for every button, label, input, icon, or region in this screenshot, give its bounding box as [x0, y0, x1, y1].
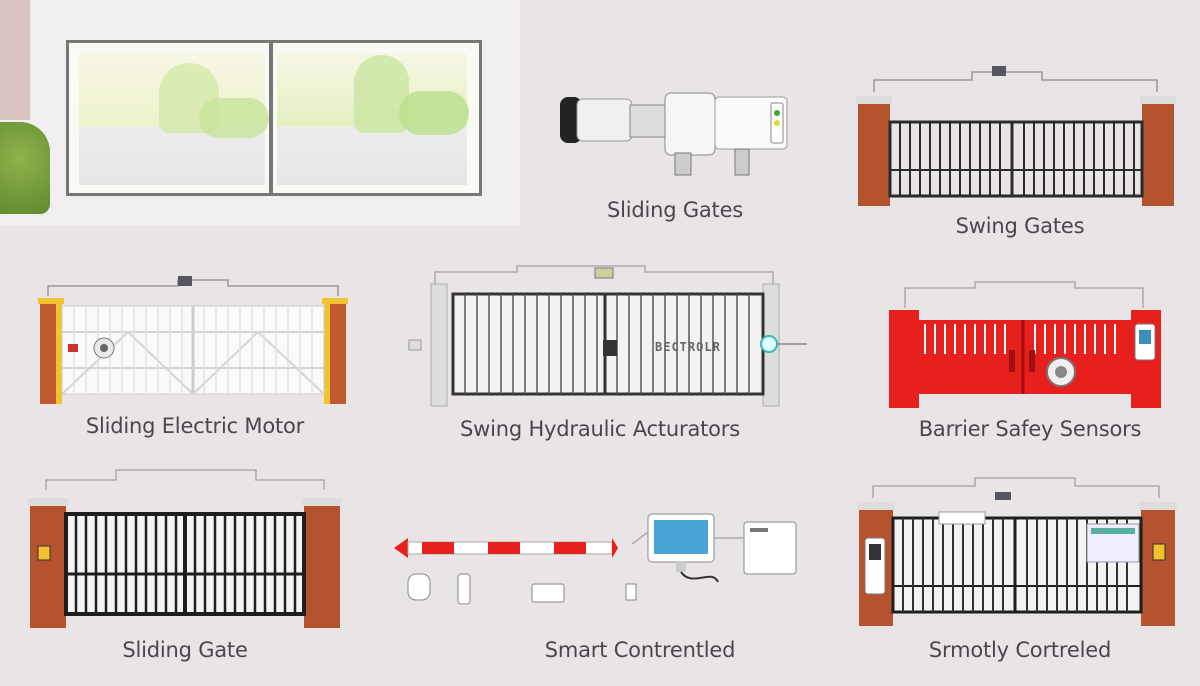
swing-hydraulic-gate-illustration — [408, 265, 807, 407]
gate-motor-illustration — [560, 92, 788, 176]
tree-shape — [399, 91, 469, 135]
gate-label: BECTROLR — [655, 340, 721, 354]
caption-barrier-safety-sensors: Barrier Safey Sensors — [918, 417, 1142, 441]
caption-sliding-electric-motor: Sliding Electric Motor — [85, 414, 305, 438]
caption-remotely-controlled: Srmotly Cortreled — [928, 638, 1112, 662]
caption-smart-controlled: Smart Contrentled — [544, 638, 736, 662]
smart-control-illustration — [394, 513, 797, 605]
red-barrier-gate-illustration — [889, 281, 1161, 408]
building-wall-stripe — [0, 0, 30, 120]
caption-swing-hydraulic-actuators: Swing Hydraulic Acturators — [460, 417, 740, 441]
window-mullion — [269, 43, 273, 193]
sliding-gate-brick-illustration — [28, 469, 342, 628]
swing-gate-illustration — [856, 66, 1176, 206]
tree-shape — [199, 98, 269, 138]
caption-sliding-gate: Sliding Gate — [122, 638, 248, 662]
white-sliding-gate-illustration — [38, 276, 348, 404]
remotely-controlled-gate-illustration — [857, 477, 1177, 626]
caption-sliding-gates: Sliding Gates — [606, 198, 744, 222]
window-frame — [66, 40, 482, 196]
hedge-plant — [0, 122, 50, 214]
caption-swing-gates: Swing Gates — [955, 214, 1085, 238]
